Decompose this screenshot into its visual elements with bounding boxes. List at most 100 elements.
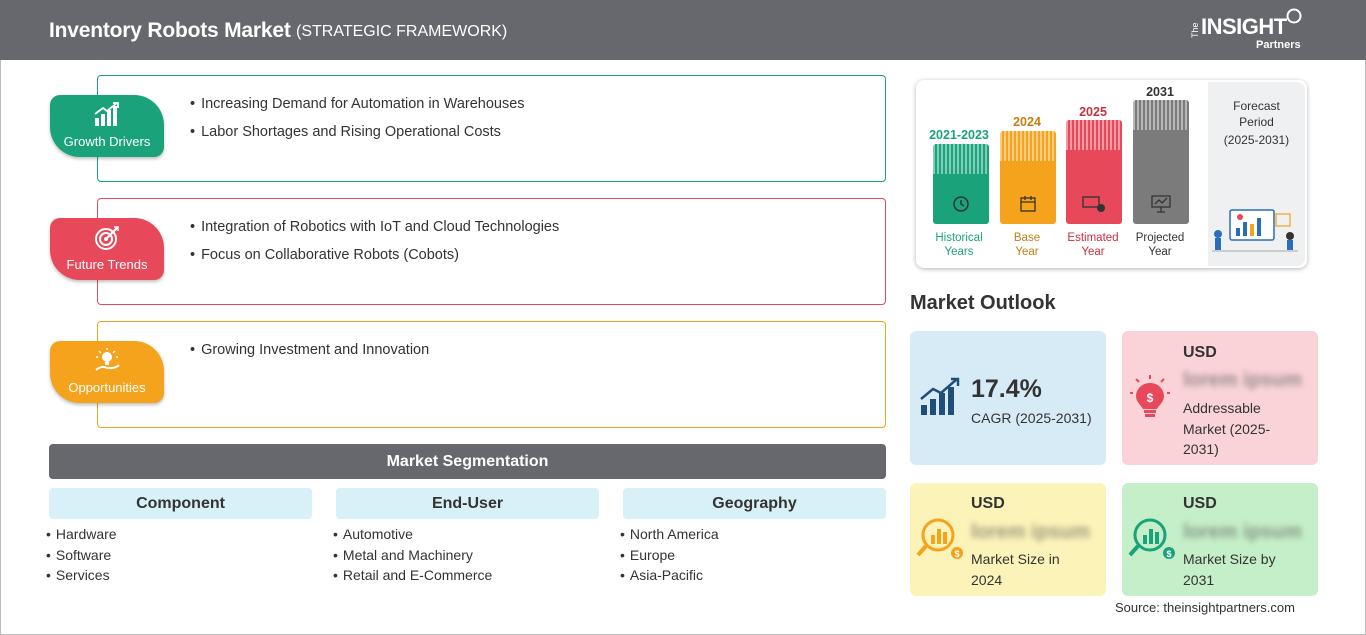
list-item: Services — [46, 567, 117, 588]
year-label-projected: 2031 — [1146, 85, 1174, 99]
list-item: Metal and Machinery — [333, 547, 492, 568]
timeline-bar-base — [1000, 131, 1056, 224]
logo-magnifier-icon — [1286, 8, 1302, 24]
presentation-icon — [1151, 195, 1171, 213]
bar-stripes — [1133, 100, 1189, 130]
caption-estimated: Estimated Year — [1053, 231, 1133, 259]
page-subtitle: (STRATEGIC FRAMEWORK) — [296, 23, 508, 40]
badge-label: Opportunities — [68, 380, 146, 395]
market-size-2031-value-blurred: lorem ipsum — [1183, 521, 1302, 543]
caption-line: Projected — [1135, 232, 1185, 244]
caption-line: Years — [944, 246, 974, 258]
caption-line: Year — [1015, 246, 1039, 258]
year-label-estimated: 2025 — [1079, 105, 1107, 119]
lightbulb-hand-icon — [95, 348, 120, 371]
forecast-period-label: Forecast Period (2025-2031) — [1210, 98, 1303, 148]
estimate-icon — [1082, 196, 1105, 212]
bar-stripes — [1066, 120, 1122, 150]
cagr-chart-icon — [920, 377, 960, 415]
market-outlook-title: Market Outlook — [910, 292, 1056, 314]
growth-drivers-card: Increasing Demand for Automation in Ware… — [97, 75, 886, 182]
market-size-2024-usd: USD — [971, 495, 1005, 512]
caption-line: Historical — [935, 232, 983, 244]
year-label-base: 2024 — [1013, 115, 1041, 129]
desc-line: 2031) — [1183, 441, 1219, 457]
market-size-2024-value-blurred: lorem ipsum — [971, 521, 1090, 543]
logo-partners-text: Partners — [1256, 39, 1301, 51]
segment-header-end-user: End-User — [336, 488, 599, 519]
list-item: Growing Investment and Innovation — [190, 342, 429, 370]
caption-line: Year — [1148, 246, 1172, 258]
cagr-label: CAGR (2025-2031) — [971, 410, 1092, 426]
market-segmentation-bar: Market Segmentation — [49, 444, 886, 479]
caption-historical: Historical Years — [919, 231, 999, 259]
opportunities-card: Growing Investment and Innovation — [97, 321, 886, 428]
caption-line: Year — [1081, 246, 1105, 258]
addressable-usd: USD — [1183, 344, 1217, 361]
market-size-2031-usd: USD — [1183, 495, 1217, 512]
addressable-market-box: $ USD lorem ipsum Addressable Market (20… — [1122, 331, 1318, 465]
caption-line: Base — [1013, 232, 1041, 244]
component-list: Hardware Software Services — [46, 526, 117, 588]
cagr-box: 17.4% CAGR (2025-2031) — [910, 331, 1106, 465]
bar-stripes — [1000, 131, 1056, 161]
list-item: Hardware — [46, 526, 117, 547]
segment-header-component: Component — [49, 488, 312, 519]
desc-line: Addressable — [1183, 400, 1261, 416]
svg-text:$: $ — [954, 549, 959, 559]
market-size-magnifier-icon: $ — [916, 518, 963, 559]
market-size-2031-desc: Market Size by 2031 — [1183, 549, 1276, 590]
bar-stripes — [933, 144, 989, 174]
caption-base: Base Year — [987, 231, 1067, 259]
desc-line: 2024 — [971, 571, 1003, 588]
opportunities-list: Growing Investment and Innovation — [190, 342, 429, 370]
growth-chart-icon — [94, 102, 119, 126]
history-icon — [953, 196, 969, 212]
future-trends-list: Integration of Robotics with IoT and Clo… — [190, 219, 559, 275]
future-trends-card: Integration of Robotics with IoT and Clo… — [97, 198, 886, 305]
caption-projected: Projected Year — [1120, 231, 1200, 259]
list-item: North America — [620, 526, 719, 547]
list-item: Asia-Pacific — [620, 567, 719, 588]
forecast-line: (2025-2031) — [1223, 133, 1290, 147]
logo-insight-text: INSIGHT — [1201, 14, 1287, 39]
timeline-bar-projected — [1133, 100, 1189, 224]
desc-line: 2031 — [1183, 571, 1215, 588]
market-size-magnifier-icon: $ — [1128, 518, 1175, 559]
growth-drivers-list: Increasing Demand for Automation in Ware… — [190, 96, 525, 152]
badge-label: Growth Drivers — [63, 134, 151, 149]
caption-line: Estimated — [1067, 232, 1119, 244]
year-label-historical: 2021-2023 — [929, 128, 989, 142]
desc-line: Market Size by — [1183, 551, 1276, 567]
forecast-illustration-icon — [1212, 209, 1298, 252]
list-item: Automotive — [333, 526, 492, 547]
logo-the-text: The — [1190, 22, 1200, 38]
page-title: Inventory Robots Market — [49, 19, 291, 42]
source-link[interactable]: Source: theinsightpartners.com — [1115, 600, 1295, 615]
list-item: Increasing Demand for Automation in Ware… — [190, 96, 524, 124]
list-item: Focus on Collaborative Robots (Cobots) — [190, 247, 559, 275]
market-size-2024-desc: Market Size in 2024 — [971, 549, 1060, 590]
timeline-bar-estimated — [1066, 120, 1122, 224]
market-size-2024-box: $ USD lorem ipsum Market Size in 2024 — [910, 483, 1106, 596]
list-item: Labor Shortages and Rising Operational C… — [190, 124, 525, 152]
insight-partners-logo[interactable]: The INSIGHT Partners — [1190, 8, 1310, 54]
addressable-value-blurred: lorem ipsum — [1183, 369, 1302, 391]
desc-line: Market (2025- — [1183, 420, 1271, 437]
list-item: Europe — [620, 547, 719, 568]
growth-drivers-badge: Growth Drivers — [50, 95, 164, 157]
geography-list: North America Europe Asia-Pacific — [620, 526, 719, 588]
svg-text:$: $ — [1147, 391, 1154, 405]
target-icon — [95, 226, 119, 250]
segment-header-geography: Geography — [623, 488, 886, 519]
addressable-desc: Addressable Market (2025- 2031) — [1183, 398, 1270, 460]
header-bar: Inventory Robots Market (STRATEGIC FRAME… — [0, 0, 1366, 60]
money-bulb-icon: $ — [1130, 375, 1170, 417]
calendar-icon — [1020, 196, 1036, 212]
list-item: Integration of Robotics with IoT and Clo… — [190, 219, 559, 247]
forecast-line: Forecast — [1233, 99, 1280, 113]
cagr-value: 17.4% — [971, 375, 1042, 403]
list-item: Retail and E-Commerce — [333, 567, 492, 588]
svg-text:$: $ — [1166, 549, 1171, 559]
badge-label: Future Trends — [66, 257, 148, 272]
